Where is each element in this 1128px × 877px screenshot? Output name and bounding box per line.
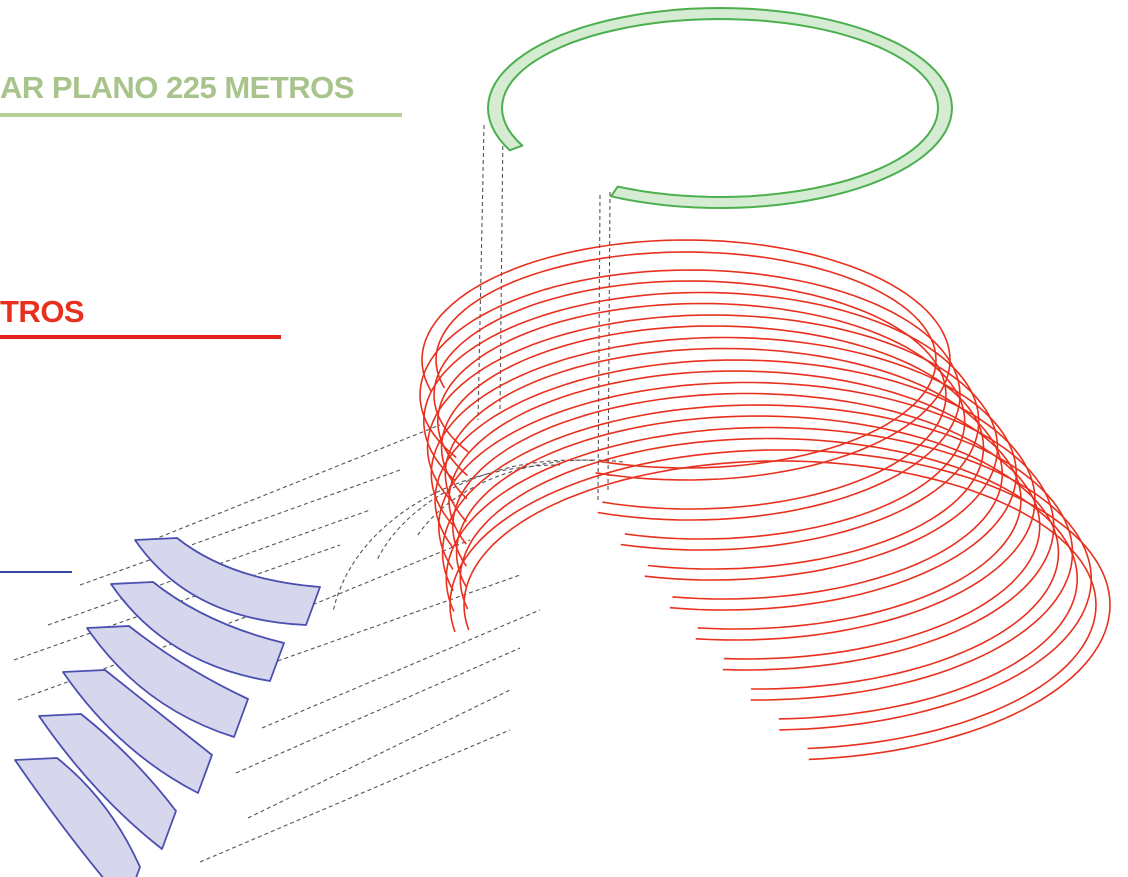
red-ring-6-inner [451, 392, 1041, 660]
green-level-label: AR PLANO 225 METROS [0, 70, 354, 105]
red-ring-8-outer [445, 426, 1092, 731]
blue-segment-2 [110, 581, 285, 682]
red-ring-1-inner [433, 280, 947, 510]
red-level-label: TROS [0, 294, 85, 329]
diagonal-projection-7 [13, 544, 341, 661]
vertical-projection-3 [597, 194, 601, 501]
vertical-projection-2 [499, 124, 504, 411]
red-ring-4-outer [430, 336, 1017, 611]
blue-segment-5 [38, 713, 177, 850]
blue-segment-1 [134, 537, 321, 626]
diagonal-projection-2 [299, 539, 471, 611]
red-ring-5-inner [448, 370, 1022, 630]
red-ring-9-outer [449, 449, 1111, 761]
red-ring-7-outer [441, 404, 1074, 701]
blue-segment-stack [14, 537, 321, 877]
blue-segment-4 [62, 669, 213, 794]
red-ring-7-inner [455, 415, 1060, 690]
vertical-projection-4 [607, 191, 611, 491]
blue-segment-6 [14, 757, 141, 877]
diagonal-projection-10 [247, 689, 511, 819]
diagonal-projection-4 [257, 574, 521, 669]
hidden-arc-1 [332, 464, 561, 610]
red-ring-1-outer [419, 269, 961, 521]
red-ring-2-outer [422, 291, 980, 551]
red-ring-4-inner [444, 347, 1003, 600]
red-top-ring-outer [421, 239, 951, 481]
diagonal-projection-8 [235, 647, 521, 774]
red-ring-stack [419, 239, 1111, 761]
hidden-arc-3 [417, 459, 624, 536]
red-ring-3-outer [426, 314, 999, 581]
diagonal-projection-3 [79, 469, 401, 586]
red-ring-2-inner [436, 302, 966, 540]
hidden-arc-2 [377, 459, 594, 559]
green-label-rule [0, 113, 402, 117]
diagonal-projection-1 [139, 424, 441, 546]
red-label-rule [0, 335, 281, 339]
vertical-projection-1 [477, 124, 485, 421]
green-ring-band [487, 7, 953, 209]
red-ring-5-outer [434, 359, 1036, 641]
red-top-ring-inner [435, 251, 937, 469]
red-ring-6-outer [437, 381, 1055, 671]
diagonal-projection-11 [199, 729, 511, 863]
blue-segment-3 [86, 625, 249, 738]
green-top-ring [487, 7, 953, 209]
red-ring-9-inner [463, 460, 1097, 750]
blue-label-rule [0, 571, 72, 573]
red-ring-3-inner [440, 325, 985, 570]
red-ring-8-inner [459, 437, 1078, 720]
diagonal-projection-6 [261, 609, 541, 729]
